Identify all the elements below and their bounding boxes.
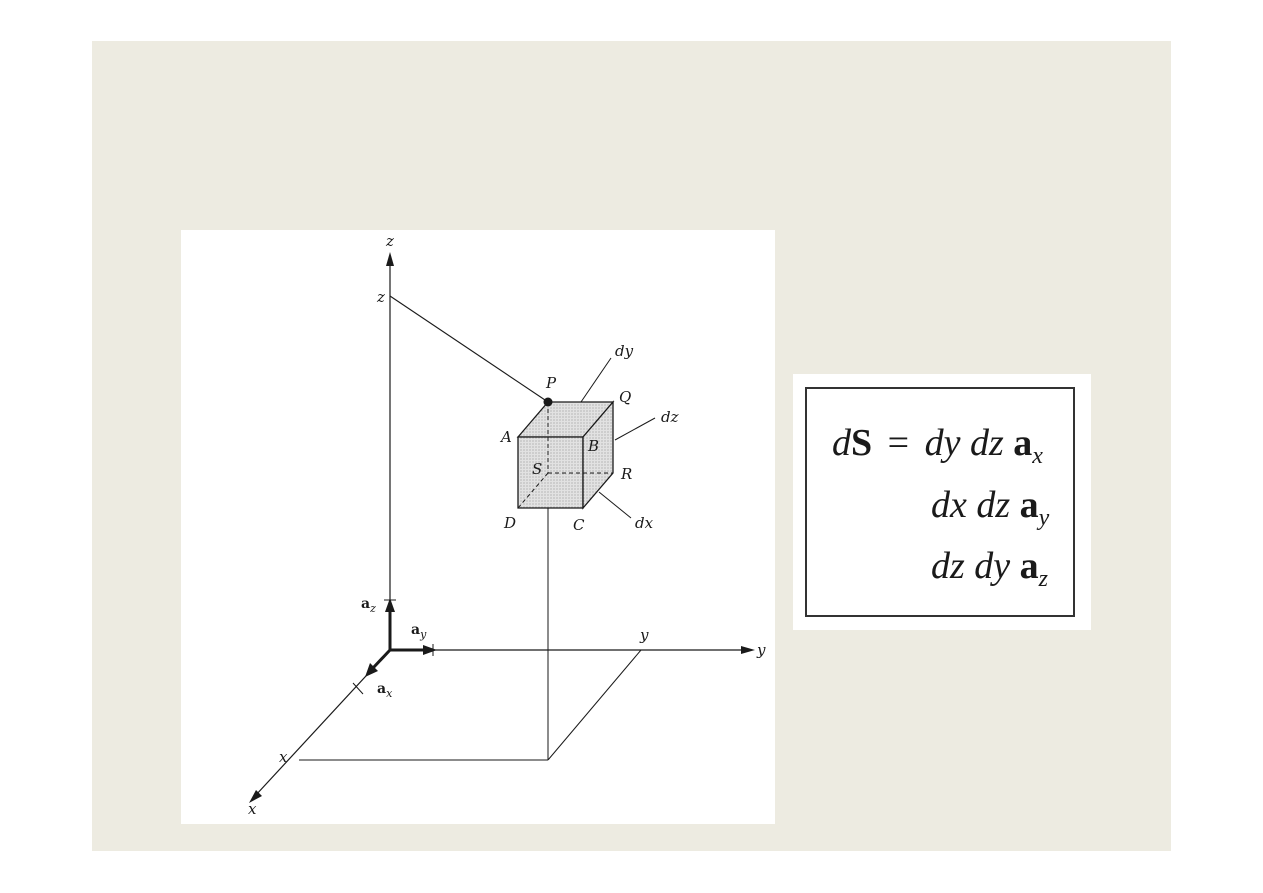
- point-D-label: D: [503, 514, 516, 532]
- point-P-label: P: [545, 374, 557, 392]
- unit-vector-ax-head: [365, 663, 378, 677]
- y-projection-line: [547, 649, 642, 761]
- y-axis-label: y: [756, 641, 766, 659]
- dz-leader: [614, 417, 656, 441]
- formula-S: S: [851, 422, 873, 464]
- point-R-label: R: [620, 465, 632, 483]
- coordinate-diagram-svg: z z y y x x P Q A B S R D C dy dz dx az …: [248, 232, 766, 818]
- point-B-label: B: [587, 437, 599, 455]
- formula-line-3-terms: dz dy: [931, 545, 1011, 587]
- point-P-dot: [543, 397, 553, 407]
- formula-line-2-vector: a: [1019, 484, 1039, 526]
- formula-line-1-vector: a: [1013, 422, 1033, 464]
- cube-hidden-edge-diagonal: [517, 472, 549, 509]
- unit-vector-az-head: [385, 598, 395, 612]
- unit-vector-ax-shaft: [371, 648, 392, 670]
- point-Q-label: Q: [619, 388, 631, 406]
- z-axis-arrowhead: [386, 252, 394, 266]
- formula-d: d: [832, 422, 851, 464]
- y-coordinate-label: y: [639, 626, 649, 644]
- point-S-label: S: [532, 460, 542, 478]
- formula-equals: =: [887, 422, 910, 464]
- formula-line-1: dS = dy dz ax: [832, 422, 1043, 468]
- z-coordinate-label: z: [376, 288, 385, 306]
- dx-leader: [598, 491, 632, 519]
- unit-vector-ay-head: [423, 645, 437, 655]
- x-coordinate-label: x: [279, 748, 288, 766]
- formula-line-3-vector: a: [1019, 545, 1039, 587]
- formula-line-3: dz dy az: [931, 545, 1048, 591]
- formula-line-3-sub: z: [1038, 566, 1048, 592]
- formula-line-2-terms: dx dz: [931, 484, 1011, 526]
- unit-vector-az-label: az: [361, 596, 376, 615]
- x-axis-arrowhead: [249, 790, 262, 803]
- x-axis-label: x: [248, 800, 257, 818]
- x-tick: [352, 682, 364, 695]
- dx-label: dx: [635, 514, 654, 532]
- z-axis-label: z: [385, 232, 394, 250]
- z-projection-line: [389, 295, 549, 403]
- formula-box: dS = dy dz ax dx dz ay dz dy az: [805, 387, 1075, 617]
- formula-line-1-terms: dy dz: [924, 422, 1004, 464]
- point-C-label: C: [573, 516, 585, 534]
- dz-label: dz: [661, 408, 679, 426]
- formula-line-2-sub: y: [1038, 505, 1050, 531]
- formula-line-2: dx dz ay: [931, 484, 1049, 530]
- dy-label: dy: [615, 342, 634, 360]
- point-A-label: A: [499, 428, 512, 446]
- formula-panel: dS = dy dz ax dx dz ay dz dy az: [793, 374, 1091, 630]
- y-axis-arrowhead: [741, 646, 755, 654]
- dy-leader: [580, 357, 612, 403]
- formula-line-1-sub: x: [1032, 443, 1043, 469]
- unit-vector-ay-label: ay: [411, 622, 427, 641]
- coordinate-figure: z z y y x x P Q A B S R D C dy dz dx az …: [181, 230, 775, 824]
- unit-vector-ax-label: ax: [377, 681, 393, 700]
